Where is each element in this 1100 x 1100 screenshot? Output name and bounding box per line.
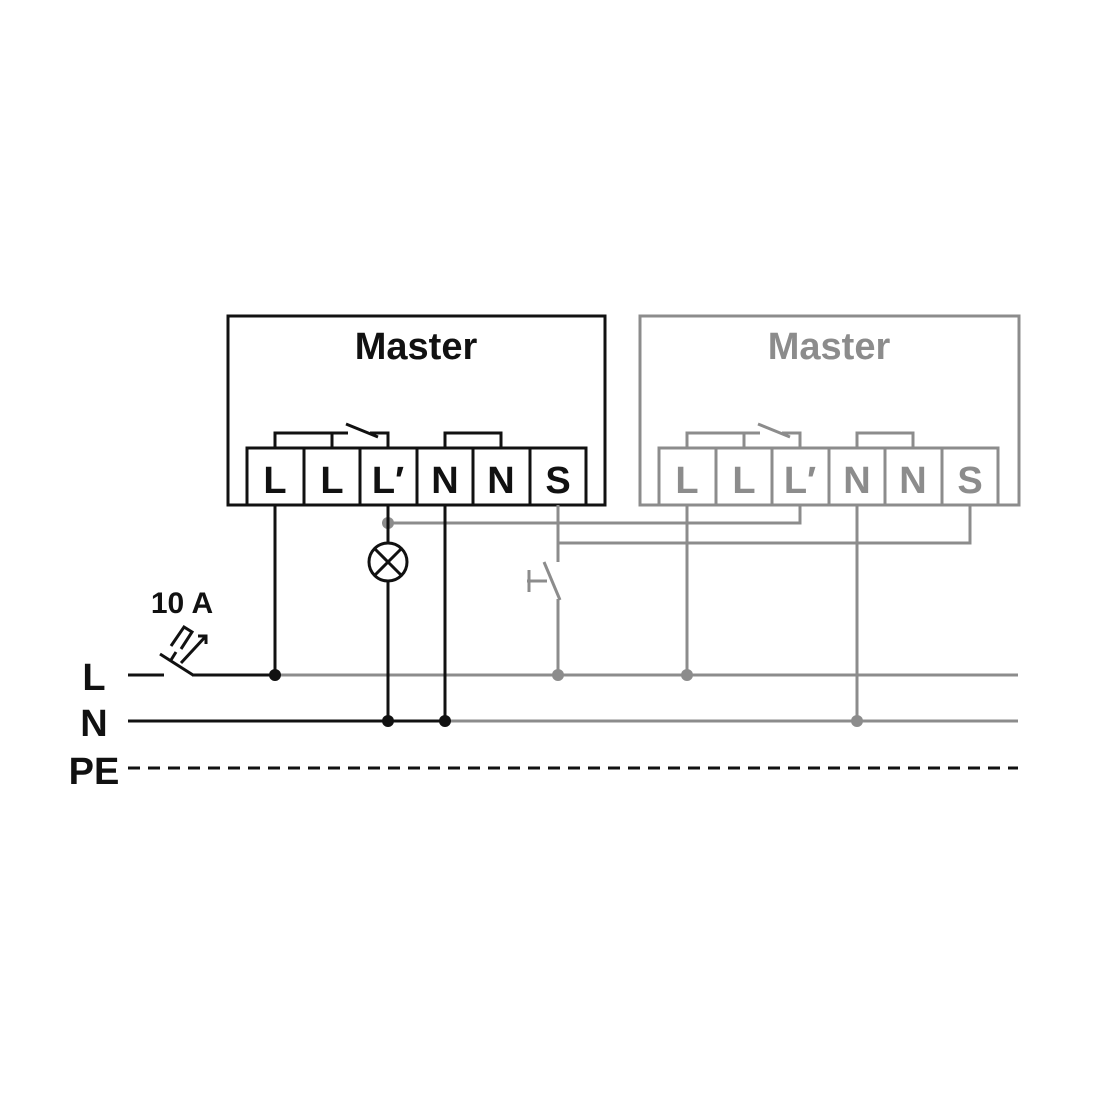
terminal-labels-secondary: L L L′ N N S <box>675 460 982 502</box>
lamp-icon <box>367 541 409 583</box>
terminal-secondary-s: S <box>957 460 982 502</box>
relay-contact-icon <box>756 422 791 439</box>
bus-label-n: N <box>80 703 107 745</box>
terminal-primary-n1: N <box>431 460 458 502</box>
module-secondary <box>638 314 1021 507</box>
terminal-primary-s: S <box>545 460 570 502</box>
module-primary <box>226 314 607 507</box>
terminal-secondary-lprime: L′ <box>784 460 816 502</box>
terminal-primary-n2: N <box>487 460 514 502</box>
relay-contact-icon <box>344 422 379 439</box>
bus-label-l: L <box>82 657 105 699</box>
wire-lprime-link <box>388 505 802 525</box>
terminal-secondary-n2: N <box>899 460 926 502</box>
junction-dots-secondary <box>382 517 863 727</box>
terminal-secondary-n1: N <box>843 460 870 502</box>
module-primary-title: Master <box>355 326 478 368</box>
wiring-secondary <box>128 505 1018 770</box>
breaker-icon <box>159 624 208 677</box>
terminal-primary-l2: L <box>320 460 343 502</box>
terminal-primary-lprime: L′ <box>372 460 404 502</box>
terminal-primary-l1: L <box>263 460 286 502</box>
terminal-secondary-l2: L <box>732 460 755 502</box>
terminal-labels-primary: L L L′ N N S <box>263 460 570 502</box>
junction-dots-primary <box>269 669 451 727</box>
module-secondary-title: Master <box>768 326 891 368</box>
terminal-secondary-l1: L <box>675 460 698 502</box>
wire-s-link <box>558 505 972 545</box>
breaker-rating: 10 A <box>151 587 213 620</box>
bus-label-pe: PE <box>69 751 120 793</box>
